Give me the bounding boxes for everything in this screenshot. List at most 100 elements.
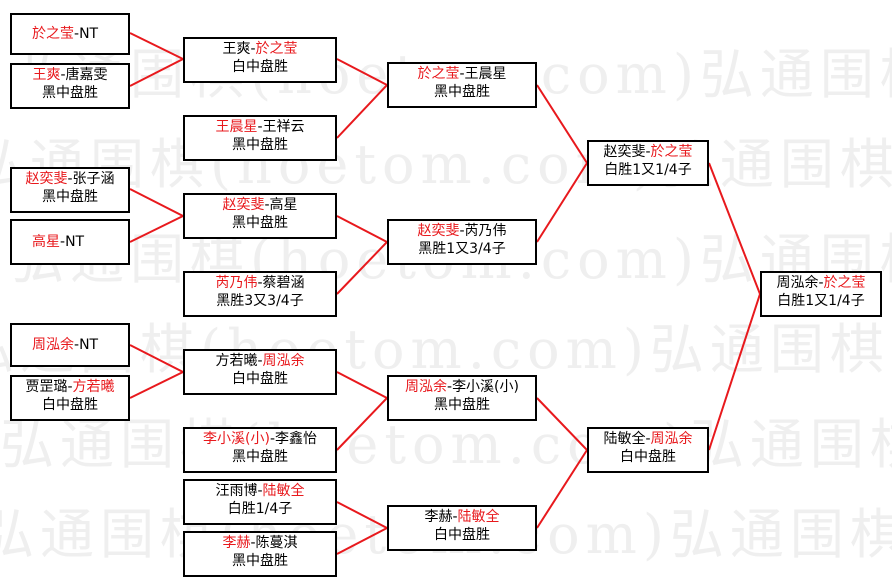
player-name: 赵奕斐 xyxy=(25,171,68,187)
separator: - xyxy=(74,337,80,353)
player-name: 於之莹 xyxy=(823,275,866,291)
match-result: 黑中盘胜 xyxy=(434,397,490,413)
match-box: 赵奕斐-张子涵 黑中盘胜 xyxy=(10,167,130,213)
separator: - xyxy=(264,197,270,213)
player-name: 唐嘉雯 xyxy=(65,67,108,83)
connector-line xyxy=(129,344,186,399)
player-name: 芮乃伟 xyxy=(215,275,258,291)
player-name: 於之莹 xyxy=(417,66,460,82)
match-result: 黑胜3又3/4子 xyxy=(216,293,304,309)
match-box: 李赫-陈蔓淇 黑中盘胜 xyxy=(183,531,337,577)
match-box: 周泓余-李小溪(小) 黑中盘胜 xyxy=(387,375,537,421)
separator: - xyxy=(452,509,458,525)
player-name: 陆敏全 xyxy=(603,431,646,447)
player-name: 贾罡璐 xyxy=(25,379,68,395)
match-box: 芮乃伟-蔡碧涵 黑胜3又3/4子 xyxy=(183,271,337,317)
match-box: 周泓余-NT xyxy=(10,323,130,367)
match-box: 王爽-於之莹 白中盘胜 xyxy=(183,37,337,83)
separator: - xyxy=(645,144,651,160)
separator: - xyxy=(257,275,263,291)
match-box: 於之莹-NT xyxy=(10,13,130,55)
match-result: 白中盘胜 xyxy=(232,59,288,75)
separator: - xyxy=(250,535,256,551)
player-name: 张子涵 xyxy=(72,171,115,187)
match-box: 於之莹-王晨星 黑中盘胜 xyxy=(387,62,537,108)
connector-line xyxy=(536,397,589,529)
match-result: 黑中盘胜 xyxy=(42,85,98,101)
player-name: 周泓余 xyxy=(262,353,305,369)
player-name: 於之莹 xyxy=(650,144,693,160)
match-result: 黑中盘胜 xyxy=(232,449,288,465)
player-name: 王祥云 xyxy=(262,119,305,135)
player-name: NT xyxy=(79,26,99,42)
connector-line xyxy=(336,215,389,295)
connector-line xyxy=(708,162,762,451)
final-match-box: 周泓余-於之莹 白胜1又1/4子 xyxy=(760,271,882,317)
player-name: 赵奕斐 xyxy=(222,197,265,213)
player-name: 方若曦 xyxy=(215,353,258,369)
player-name: 陆敏全 xyxy=(457,509,500,525)
match-result: 黑中盘胜 xyxy=(232,215,288,231)
connector-line xyxy=(536,84,589,243)
player-name: 李赫 xyxy=(222,535,251,551)
player-name: 方若曦 xyxy=(72,379,115,395)
match-box: 汪雨博-陆敏全 白胜1/4子 xyxy=(183,479,337,525)
player-name: 李小溪(小) xyxy=(203,431,270,447)
separator: - xyxy=(459,66,465,82)
separator: - xyxy=(257,119,263,135)
match-box: 高星-NT xyxy=(10,219,130,265)
match-result: 白中盘胜 xyxy=(434,527,490,543)
separator: - xyxy=(60,67,66,83)
separator: - xyxy=(257,353,263,369)
player-name: 李鑫怡 xyxy=(275,431,317,447)
match-box: 陆敏全-周泓余 白中盘胜 xyxy=(587,427,709,473)
player-name: 蔡碧涵 xyxy=(262,275,305,291)
match-box: 赵奕斐-高星 黑中盘胜 xyxy=(183,193,337,239)
player-name: 高星 xyxy=(32,234,60,250)
match-result: 白胜1又1/4子 xyxy=(604,162,692,178)
player-name: 王晨星 xyxy=(215,119,258,135)
separator: - xyxy=(257,483,263,499)
player-name: 周泓余 xyxy=(650,431,693,447)
separator: - xyxy=(447,379,453,395)
match-result: 黑中盘胜 xyxy=(232,553,288,569)
match-box: 王爽-唐嘉雯 黑中盘胜 xyxy=(10,63,130,109)
match-box: 贾罡璐-方若曦 白中盘胜 xyxy=(10,375,130,421)
player-name: 李赫 xyxy=(424,509,453,525)
match-result: 黑中盘胜 xyxy=(434,84,490,100)
match-result: 黑胜1又3/4子 xyxy=(418,241,506,257)
match-result: 白中盘胜 xyxy=(620,449,676,465)
separator: - xyxy=(67,171,73,187)
match-box: 王晨星-王祥云 黑中盘胜 xyxy=(183,115,337,161)
separator: - xyxy=(645,431,651,447)
separator: - xyxy=(459,223,465,239)
match-box: 方若曦-周泓余 白中盘胜 xyxy=(183,349,337,395)
match-result: 白中盘胜 xyxy=(42,397,98,413)
connector-line xyxy=(336,501,390,555)
player-name: 汪雨博 xyxy=(215,483,258,499)
connector-line xyxy=(336,371,389,451)
player-name: 王晨星 xyxy=(464,66,507,82)
match-box: 李小溪(小)-李鑫怡 黑中盘胜 xyxy=(183,427,337,473)
player-name: 李小溪(小) xyxy=(452,379,519,395)
player-name: 王爽 xyxy=(222,41,251,57)
player-name: 於之莹 xyxy=(32,26,74,42)
match-box: 李赫-陆敏全 白中盘胜 xyxy=(387,505,537,551)
player-name: NT xyxy=(79,337,99,353)
match-result: 黑中盘胜 xyxy=(42,189,98,205)
match-result: 黑中盘胜 xyxy=(232,137,288,153)
player-name: 於之莹 xyxy=(255,41,298,57)
player-name: 周泓余 xyxy=(405,379,447,395)
player-name: 芮乃伟 xyxy=(464,223,507,239)
player-name: NT xyxy=(65,234,85,250)
separator: - xyxy=(60,234,66,250)
separator: - xyxy=(250,41,256,57)
player-name: 周泓余 xyxy=(776,275,819,291)
match-result: 白中盘胜 xyxy=(232,371,288,387)
player-name: 陈蔓淇 xyxy=(255,535,298,551)
separator: - xyxy=(269,431,275,447)
player-name: 周泓余 xyxy=(32,337,74,353)
connector-line xyxy=(336,58,389,139)
separator: - xyxy=(67,379,73,395)
player-name: 高星 xyxy=(269,197,298,213)
